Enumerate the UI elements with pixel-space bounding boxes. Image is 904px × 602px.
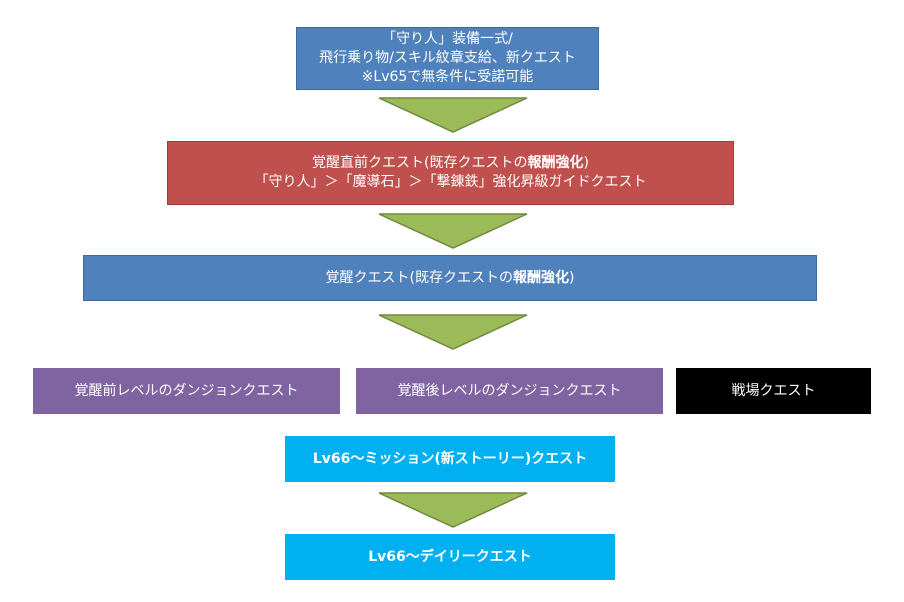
- down-arrow-icon: [378, 213, 528, 249]
- post-awakening-dungeon-box: 覚醒後レベルのダンジョンクエスト: [356, 368, 663, 414]
- box-line: 「守り人」＞「魔導石」＞「撃錬鉄」強化昇級ガイドクエスト: [254, 174, 647, 190]
- box-label: 覚醒前レベルのダンジョンクエスト: [74, 382, 299, 399]
- box-line: 「守り人」装備一式/: [382, 31, 513, 47]
- box-line: 飛行乗り物/スキル紋章支給、新クエスト: [319, 50, 576, 66]
- starter-quest-box: 「守り人」装備一式/ 飛行乗り物/スキル紋章支給、新クエスト ※Lv65で無条件…: [296, 27, 599, 90]
- pre-awakening-quest-box: 覚醒直前クエスト(既存クエストの報酬強化) 「守り人」＞「魔導石」＞「撃錬鉄」強…: [167, 141, 734, 205]
- box-label: Lv66～デイリークエスト: [368, 548, 532, 565]
- down-arrow-icon: [378, 314, 528, 350]
- awakening-quest-box: 覚醒クエスト(既存クエストの報酬強化): [83, 255, 817, 301]
- daily-quest-box: Lv66～デイリークエスト: [285, 534, 615, 580]
- box-label: Lv66～ミッション(新ストーリー)クエスト: [312, 450, 588, 467]
- box-line: ※Lv65で無条件に受諾可能: [361, 69, 534, 85]
- mission-quest-box: Lv66～ミッション(新ストーリー)クエスト: [285, 436, 615, 482]
- down-arrow-icon: [378, 492, 528, 528]
- box-line: 覚醒クエスト(既存クエストの報酬強化): [325, 269, 575, 286]
- pre-awakening-dungeon-box: 覚醒前レベルのダンジョンクエスト: [33, 368, 340, 414]
- down-arrow-icon: [378, 97, 528, 133]
- box-label: 覚醒後レベルのダンジョンクエスト: [397, 382, 622, 399]
- box-line: 覚醒直前クエスト(既存クエストの報酬強化): [312, 155, 589, 171]
- battlefield-quest-box: 戦場クエスト: [676, 368, 871, 414]
- box-label: 戦場クエスト: [731, 382, 816, 399]
